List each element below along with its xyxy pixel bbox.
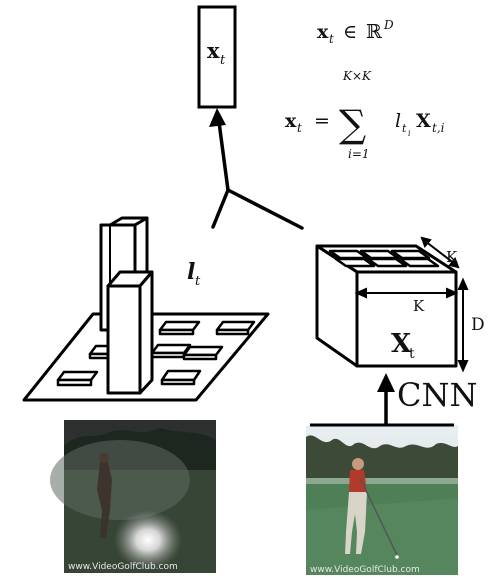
svg-text:ℝ: ℝ xyxy=(366,21,382,43)
attention-tile xyxy=(160,369,202,386)
svg-text:X: X xyxy=(416,110,431,132)
attention-tile xyxy=(56,370,99,387)
output-vector-label: x xyxy=(207,38,220,63)
svg-text:D: D xyxy=(383,18,394,32)
output-vector-box xyxy=(197,5,237,109)
svg-text:i=1: i=1 xyxy=(348,147,370,161)
svg-text:x: x xyxy=(285,110,297,132)
svg-text:x: x xyxy=(317,21,329,43)
equation-dimension: x t ∈ ℝ D xyxy=(317,18,394,46)
cube-label: X xyxy=(391,329,412,359)
attention-tile xyxy=(182,345,224,361)
svg-text:t: t xyxy=(297,121,302,135)
cube-top-cells xyxy=(328,249,440,268)
svg-text:www.VideoGolfClub.com: www.VideoGolfClub.com xyxy=(68,562,178,572)
cube-label-subscript: t xyxy=(409,346,415,362)
feature-cube xyxy=(315,244,458,368)
cnn-arrow-head xyxy=(377,373,395,392)
svg-text:l: l xyxy=(395,110,401,132)
attention-label: l xyxy=(187,259,195,285)
svg-text:t,i: t,i xyxy=(432,121,445,135)
attention-label-subscript: t xyxy=(195,274,201,289)
video-frame-attention: www.VideoGolfClub.com xyxy=(50,420,216,573)
cube-dim-k-top: K xyxy=(446,248,458,266)
attention-bar-front xyxy=(106,270,154,395)
video-frame-original: www.VideoGolfClub.com xyxy=(306,425,458,575)
merge-connector xyxy=(211,120,304,230)
svg-text:K×K: K×K xyxy=(342,69,372,83)
svg-text:=: = xyxy=(314,110,330,132)
output-vector-subscript: t xyxy=(220,53,226,68)
cnn-label: CNN xyxy=(397,376,477,414)
svg-text:t: t xyxy=(329,32,334,46)
attention-tile xyxy=(158,320,201,336)
arrow-head-up xyxy=(209,108,226,127)
svg-text:t: t xyxy=(402,122,407,135)
svg-text:www.VideoGolfClub.com: www.VideoGolfClub.com xyxy=(310,565,420,575)
svg-text:i: i xyxy=(408,129,411,138)
cube-dim-d: D xyxy=(471,315,485,335)
cube-dimension-arrows xyxy=(354,236,469,373)
equation-weighted-sum: x t = K×K ∑ i=1 l t i X t,i xyxy=(285,69,445,161)
svg-text:∈: ∈ xyxy=(343,21,357,43)
attention-tile xyxy=(215,320,256,336)
cube-dim-k-front: K xyxy=(413,297,425,315)
svg-text:∑: ∑ xyxy=(339,102,366,146)
attention-map xyxy=(22,216,270,402)
